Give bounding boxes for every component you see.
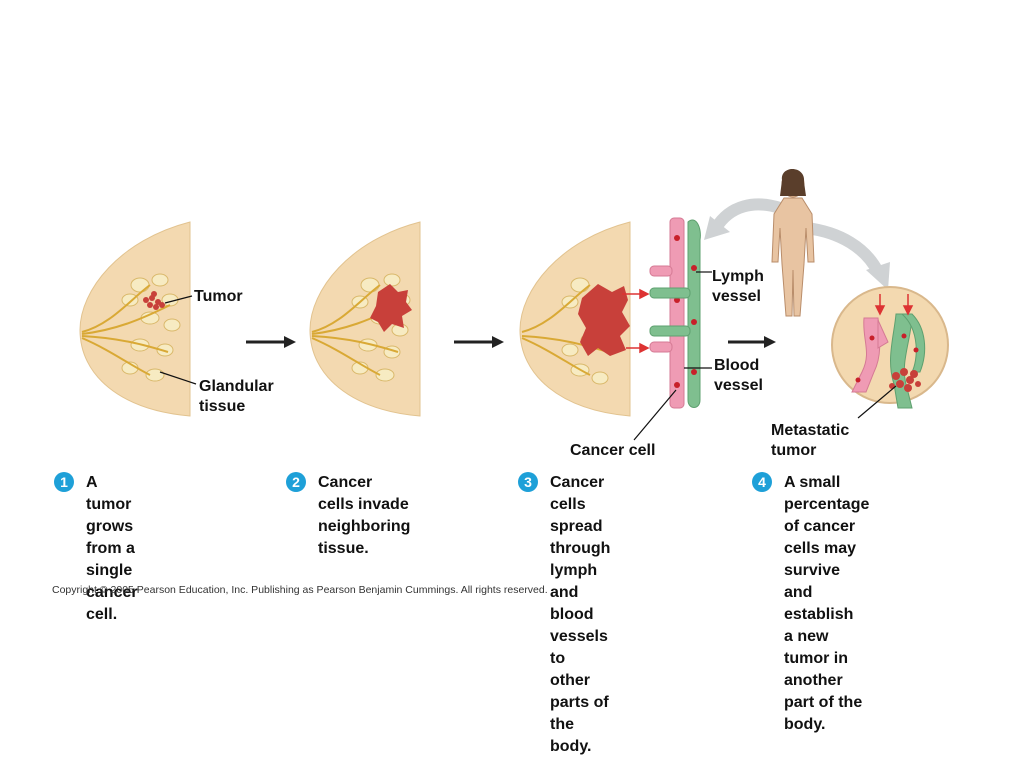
breast-illustration-1 <box>79 221 197 417</box>
glandular-tissue-label: Glandular tissue <box>199 378 274 415</box>
arrow-right-icon <box>454 336 504 348</box>
step-text: Cancer cells invade neighboring tissue. <box>318 474 411 557</box>
lymph-vessel-label: Lymph vessel <box>712 268 764 305</box>
step-number-badge: 3 <box>518 472 538 492</box>
spread-arrows <box>710 198 884 275</box>
step-number-badge: 2 <box>286 472 306 492</box>
step-text: Cancer cells spread through lymph and bl… <box>550 474 611 755</box>
magnified-circle-icon <box>831 286 949 419</box>
step-text: A small percentage of cancer cells may s… <box>784 474 870 733</box>
breast-illustration-2 <box>309 221 421 417</box>
arrow-right-icon <box>728 336 776 348</box>
cancer-cell-label: Cancer cell <box>570 442 656 459</box>
blood-vessel <box>649 217 685 409</box>
metastatic-tumor-label: Metastatic tumor <box>771 422 850 459</box>
copyright-notice: Copyright © 2005 Pearson Education, Inc.… <box>52 584 548 596</box>
breast-illustration-3 <box>519 221 650 417</box>
step-number-badge: 4 <box>752 472 772 492</box>
lymph-vessel <box>649 219 701 408</box>
tumor-label: Tumor <box>194 288 243 305</box>
woman-figure-icon <box>771 168 815 317</box>
step-text: A tumor grows from a single cancer cell. <box>86 474 138 623</box>
step-number-badge: 1 <box>54 472 74 492</box>
arrow-right-icon <box>246 336 296 348</box>
blood-vessel-label: Blood vessel <box>714 357 763 394</box>
